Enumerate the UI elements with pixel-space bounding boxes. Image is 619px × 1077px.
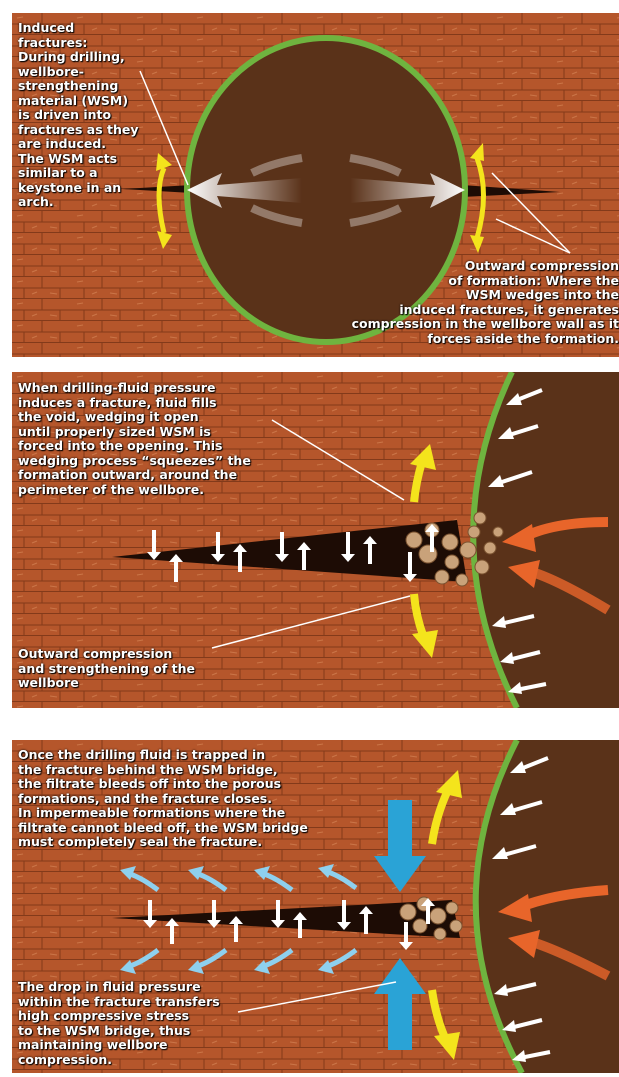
caption-line: wellbore <box>18 676 195 691</box>
caption-line: maintaining wellbore <box>18 1038 220 1053</box>
caption-line: WSM wedges into the <box>352 288 619 303</box>
caption-outward-strengthening: Outward compressionand strengthening of … <box>18 647 195 691</box>
caption-line: formations, and the fracture closes. <box>18 792 308 807</box>
caption-line: forced into the opening. This <box>18 439 251 454</box>
caption-line: until properly sized WSM is <box>18 425 251 440</box>
caption-line: to the WSM bridge, thus <box>18 1024 220 1039</box>
caption-line: In impermeable formations where the <box>18 806 308 821</box>
panel-induced-fractures: Inducedfractures:During drilling,wellbor… <box>12 13 619 357</box>
caption-compressive-stress: The drop in fluid pressurewithin the fra… <box>18 980 220 1067</box>
caption-line: compression in the wellbore wall as it <box>352 317 619 332</box>
caption-line: are induced. <box>18 137 138 152</box>
panel-wedging: When drilling-fluid pressureinduces a fr… <box>12 372 619 708</box>
caption-line: strengthening <box>18 79 138 94</box>
caption-line: The drop in fluid pressure <box>18 980 220 995</box>
panel-fracture-closes: Once the drilling fluid is trapped inthe… <box>12 740 619 1073</box>
caption-line: of formation: Where the <box>352 274 619 289</box>
caption-line: is driven into <box>18 108 138 123</box>
caption-line: Outward compression <box>18 647 195 662</box>
caption-line: must completely seal the fracture. <box>18 835 308 850</box>
caption-line: The WSM acts <box>18 152 138 167</box>
caption-line: filtrate cannot bleed off, the WSM bridg… <box>18 821 308 836</box>
caption-line: fractures as they <box>18 123 138 138</box>
caption-line: material (WSM) <box>18 94 138 109</box>
caption-line: formation outward, around the <box>18 468 251 483</box>
caption-line: compression. <box>18 1053 220 1068</box>
caption-outward-compression: Outward compressionof formation: Where t… <box>352 259 619 346</box>
caption-line: arch. <box>18 195 138 210</box>
caption-line: fractures: <box>18 36 138 51</box>
caption-line: Once the drilling fluid is trapped in <box>18 748 308 763</box>
caption-line: When drilling-fluid pressure <box>18 381 251 396</box>
caption-line: forces aside the formation. <box>352 332 619 347</box>
caption-line: Outward compression <box>352 259 619 274</box>
caption-line: the fracture behind the WSM bridge, <box>18 763 308 778</box>
caption-wedging: When drilling-fluid pressureinduces a fr… <box>18 381 251 497</box>
caption-line: the void, wedging it open <box>18 410 251 425</box>
caption-line: induces a fracture, fluid fills <box>18 396 251 411</box>
caption-fracture-closes: Once the drilling fluid is trapped inthe… <box>18 748 308 850</box>
caption-line: within the fracture transfers <box>18 995 220 1010</box>
caption-line: perimeter of the wellbore. <box>18 483 251 498</box>
caption-line: wellbore- <box>18 65 138 80</box>
caption-line: keystone in an <box>18 181 138 196</box>
caption-line: wedging process “squeezes” the <box>18 454 251 469</box>
caption-line: and strengthening of the <box>18 662 195 677</box>
caption-line: the filtrate bleeds off into the porous <box>18 777 308 792</box>
caption-induced-fractures: Inducedfractures:During drilling,wellbor… <box>18 21 138 210</box>
caption-line: high compressive stress <box>18 1009 220 1024</box>
caption-line: similar to a <box>18 166 138 181</box>
caption-line: During drilling, <box>18 50 138 65</box>
caption-line: induced fractures, it generates <box>352 303 619 318</box>
caption-line: Induced <box>18 21 138 36</box>
